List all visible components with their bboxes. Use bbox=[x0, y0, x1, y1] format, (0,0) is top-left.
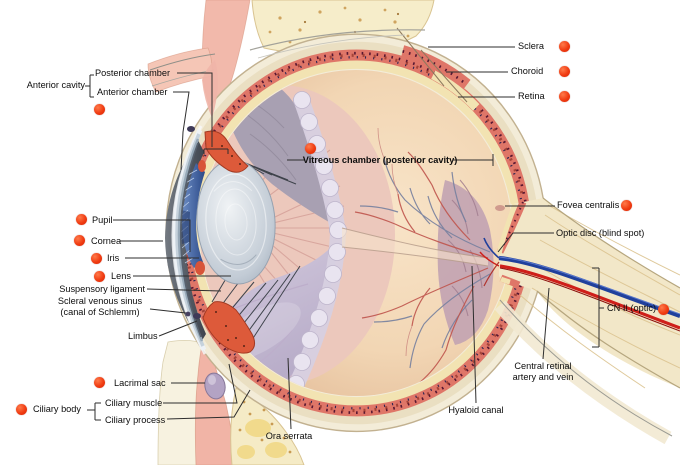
label-anterior-cavity: Anterior cavity bbox=[26, 80, 85, 90]
marker-dot-lens[interactable] bbox=[94, 271, 105, 282]
label-fovea-centralis: Fovea centralis bbox=[557, 200, 620, 210]
fovea-shape bbox=[495, 205, 505, 211]
label-scleral-venous-sinus: Scleral venous sinus (canal of Schlemm) bbox=[57, 296, 143, 317]
retinal-veins bbox=[359, 157, 491, 369]
ora-serrata-shape bbox=[287, 91, 347, 393]
label-suspensory-ligament: Suspensory ligament bbox=[59, 284, 145, 294]
schlemm-canal-top bbox=[187, 126, 195, 132]
schlemm-canal-bottom bbox=[193, 313, 201, 319]
label-sclera: Sclera bbox=[518, 41, 545, 51]
marker-dot-pupil[interactable] bbox=[76, 214, 87, 225]
label-ciliary-body: Ciliary body bbox=[33, 404, 81, 414]
orbital-bone-inferior bbox=[157, 330, 305, 465]
marker-dot-anterior-chamber[interactable] bbox=[94, 104, 105, 115]
marker-dot-iris[interactable] bbox=[91, 253, 102, 264]
retinal-arteries bbox=[354, 151, 489, 385]
label-pupil: Pupil bbox=[92, 215, 113, 225]
leader-lines bbox=[85, 46, 604, 430]
label-hyaloid-canal: Hyaloid canal bbox=[448, 405, 504, 415]
marker-dot-cornea[interactable] bbox=[74, 235, 85, 246]
marker-dot-sclera[interactable] bbox=[559, 41, 570, 52]
cornea-shape bbox=[171, 125, 207, 355]
marker-dot-cn-ii[interactable] bbox=[658, 304, 669, 315]
marker-dot-choroid[interactable] bbox=[559, 66, 570, 77]
label-choroid: Choroid bbox=[511, 66, 544, 76]
optic-nerve bbox=[479, 197, 680, 445]
label-retina: Retina bbox=[518, 91, 545, 101]
label-ciliary-process: Ciliary process bbox=[105, 415, 166, 425]
hyaloid-canal-shape bbox=[341, 227, 489, 267]
label-cornea: Cornea bbox=[91, 236, 122, 246]
label-anterior-chamber: Anterior chamber bbox=[97, 87, 168, 97]
marker-dot-fovea[interactable] bbox=[621, 200, 632, 211]
label-posterior-chamber: Posterior chamber bbox=[95, 68, 171, 78]
label-cn-ii: CN II (optic) bbox=[607, 303, 657, 313]
label-lacrimal-sac: Lacrimal sac bbox=[114, 378, 166, 388]
label-ora-serrata: Ora serrata bbox=[265, 431, 313, 441]
pupil-shape bbox=[180, 210, 190, 244]
label-iris: Iris bbox=[107, 253, 120, 263]
marker-dot-retina[interactable] bbox=[559, 91, 570, 102]
ciliary-body-shape bbox=[195, 130, 256, 354]
marker-dot-lacrimal-sac[interactable] bbox=[94, 377, 105, 388]
label-central-retinal: Central retinal artery and vein bbox=[512, 361, 574, 382]
label-lens: Lens bbox=[111, 271, 131, 281]
central-retinal-vessels bbox=[479, 237, 680, 332]
label-vitreous-chamber: Vitreous chamber (posterior cavity) bbox=[302, 155, 458, 165]
label-ciliary-muscle: Ciliary muscle bbox=[105, 398, 163, 408]
marker-dot-vitreous[interactable] bbox=[305, 143, 316, 154]
label-optic-disc: Optic disc (blind spot) bbox=[556, 228, 645, 238]
marker-dot-ciliary-body[interactable] bbox=[16, 404, 27, 415]
anterior-segment bbox=[165, 60, 301, 355]
label-limbus: Limbus bbox=[128, 331, 158, 341]
